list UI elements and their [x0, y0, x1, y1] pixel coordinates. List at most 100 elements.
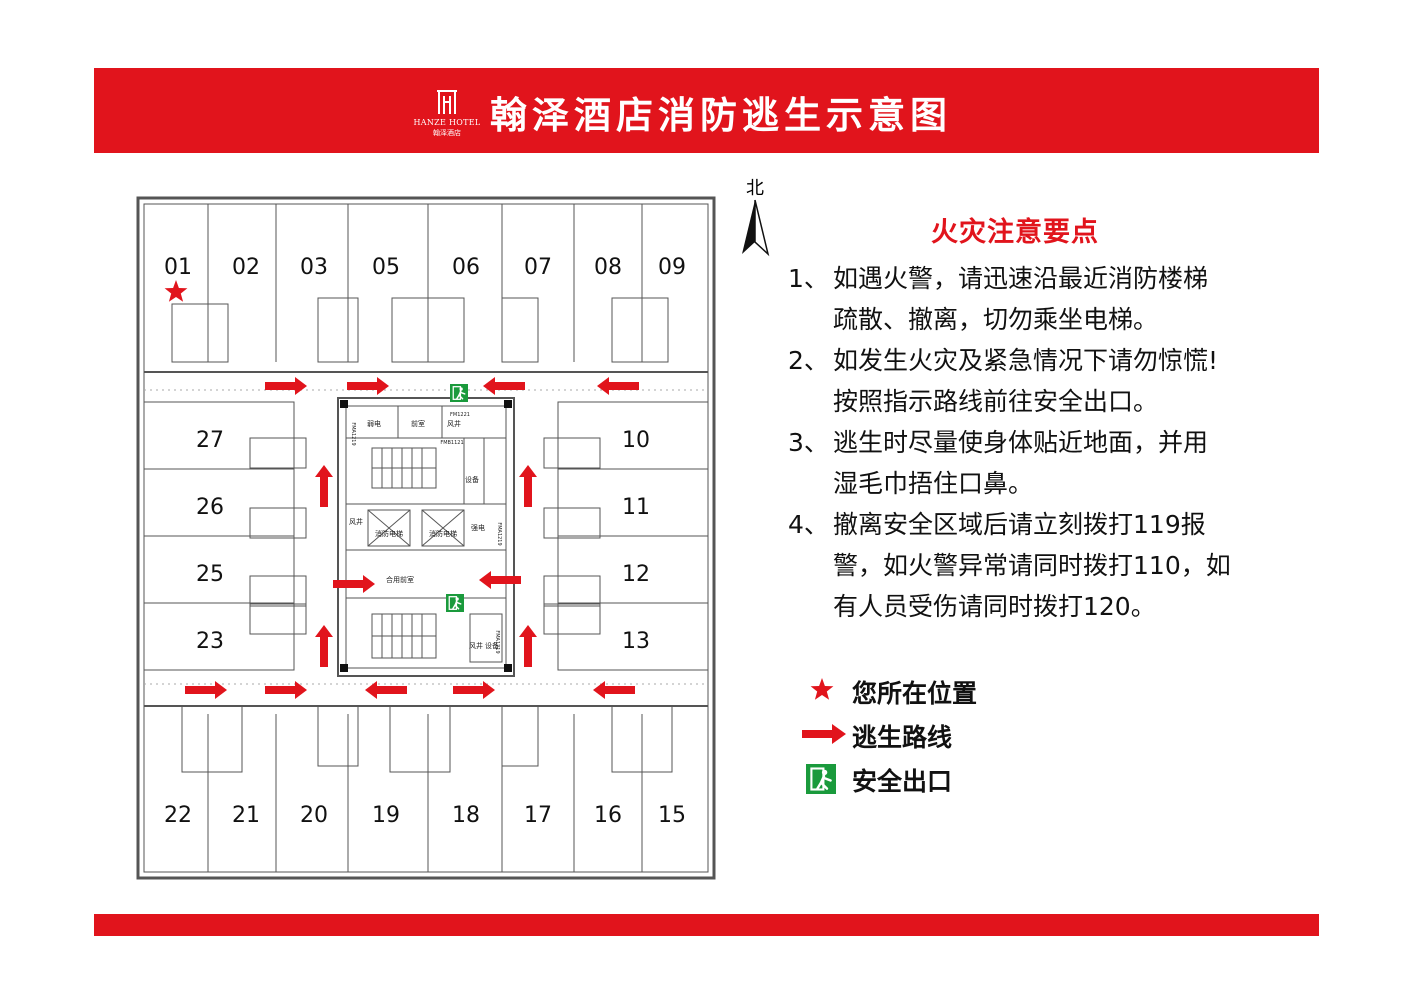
logo-chinese: 翰泽酒店	[433, 129, 461, 137]
note-line: 1、如遇火警，请迅速沿最近消防楼梯	[788, 258, 1288, 299]
legend-item: 安全出口	[802, 760, 1062, 800]
note-text: 警，如火警异常请同时拨打110，如	[833, 551, 1231, 580]
logo-english: HANZE HOTEL	[413, 118, 481, 127]
escape-route-arrow	[593, 681, 635, 699]
fire-notes-list: 1、如遇火警，请迅速沿最近消防楼梯疏散、撤离，切勿乘坐电梯。2、如发生火灾及紧急…	[788, 258, 1288, 627]
escape-route-arrow	[347, 377, 389, 395]
room-number: 21	[232, 803, 260, 828]
footer-bar	[94, 914, 1319, 936]
room-number: 11	[622, 495, 650, 520]
note-line: 疏散、撤离，切勿乘坐电梯。	[788, 299, 1288, 340]
core-room-label: 消防电梯	[429, 529, 457, 538]
note-text: 有人员受伤请同时拨打120。	[833, 592, 1156, 621]
core-room-label: 风井	[349, 517, 363, 526]
room-number: 27	[196, 428, 224, 453]
room-number: 12	[622, 562, 650, 587]
note-line: 2、如发生火灾及紧急情况下请勿惊慌!	[788, 340, 1288, 381]
room-number: 07	[524, 255, 552, 280]
star-icon	[810, 678, 834, 700]
core-room-label: 风井	[469, 641, 483, 650]
escape-route-arrow	[519, 625, 537, 667]
room-number: 20	[300, 803, 328, 828]
room-number: 06	[452, 255, 480, 280]
room-number: 26	[196, 495, 224, 520]
room-number: 19	[372, 803, 400, 828]
legend-label: 您所在位置	[852, 679, 978, 708]
door-code: FMA1219	[350, 422, 356, 445]
note-number: 2、	[788, 346, 829, 375]
note-line: 4、撤离安全区域后请立刻拨打119报	[788, 504, 1288, 545]
core-room-label: 合用前室	[386, 575, 414, 584]
core-room-label: 设备	[485, 641, 499, 650]
door-code: FMB1121	[440, 440, 463, 446]
you-are-here-star	[164, 280, 188, 302]
note-number: 1、	[788, 264, 829, 293]
hotel-logo: HANZE HOTEL 翰泽酒店	[410, 88, 484, 148]
arrow-icon	[802, 724, 846, 744]
escape-route-arrow	[479, 571, 521, 589]
note-line: 按照指示路线前往安全出口。	[788, 381, 1288, 422]
escape-route-arrow	[483, 377, 525, 395]
note-line: 湿毛巾捂住口鼻。	[788, 463, 1288, 504]
note-text: 撤离安全区域后请立刻拨打119报	[833, 510, 1206, 539]
core-room-label: 弱电	[367, 419, 381, 428]
door-code: FMA1219	[496, 522, 502, 545]
room-number: 05	[372, 255, 400, 280]
room-number: 03	[300, 255, 328, 280]
escape-route-arrow	[453, 681, 495, 699]
escape-route-arrow	[519, 465, 537, 507]
room-number: 23	[196, 629, 224, 654]
north-compass: 北	[738, 174, 772, 258]
note-line: 3、逃生时尽量使身体贴近地面，并用	[788, 422, 1288, 463]
legend-item: 您所在位置	[802, 672, 1062, 712]
note-text: 逃生时尽量使身体贴近地面，并用	[833, 428, 1209, 457]
note-text: 湿毛巾捂住口鼻。	[833, 469, 1034, 498]
note-line: 有人员受伤请同时拨打120。	[788, 586, 1288, 627]
legend-item: 逃生路线	[802, 716, 1062, 756]
note-text: 如发生火灾及紧急情况下请勿惊慌!	[833, 346, 1219, 375]
room-number: 15	[658, 803, 686, 828]
door-code: FMA1219	[494, 630, 500, 653]
escape-route-arrow	[185, 681, 227, 699]
title-banner	[94, 68, 1319, 153]
note-text: 疏散、撤离，切勿乘坐电梯。	[833, 305, 1159, 334]
core-room-label: 设备	[465, 475, 479, 484]
escape-route-arrow	[315, 465, 333, 507]
legend-label: 逃生路线	[852, 723, 953, 752]
escape-route-arrow	[265, 377, 307, 395]
note-text: 如遇火警，请迅速沿最近消防楼梯	[833, 264, 1209, 293]
room-number: 13	[622, 629, 650, 654]
legend-label: 安全出口	[852, 767, 953, 796]
note-text: 按照指示路线前往安全出口。	[833, 387, 1159, 416]
exit-icon	[450, 384, 468, 402]
room-number: 01	[164, 255, 192, 280]
hotel-logo-icon	[437, 90, 457, 114]
exit-icon	[806, 764, 836, 794]
room-number: 18	[452, 803, 480, 828]
escape-route-arrow	[333, 575, 375, 593]
room-number: 09	[658, 255, 686, 280]
note-number: 3、	[788, 428, 829, 457]
core-room-label: 消防电梯	[375, 529, 403, 538]
notes-title: 火灾注意要点	[931, 217, 1099, 248]
north-arrow-icon	[742, 199, 770, 257]
exit-icon	[446, 594, 464, 612]
room-number: 17	[524, 803, 552, 828]
room-number: 10	[622, 428, 650, 453]
note-number: 4、	[788, 510, 829, 539]
room-number: 22	[164, 803, 192, 828]
escape-route-arrow	[597, 377, 639, 395]
escape-route-arrow	[315, 625, 333, 667]
room-number: 16	[594, 803, 622, 828]
compass-label: 北	[746, 178, 764, 199]
core-room-label: 强电	[471, 523, 485, 532]
note-line: 警，如火警异常请同时拨打110，如	[788, 545, 1288, 586]
core-room-label: 风井	[447, 419, 461, 428]
room-number: 08	[594, 255, 622, 280]
room-number: 02	[232, 255, 260, 280]
door-code: FM1221	[450, 412, 470, 418]
escape-route-arrow	[365, 681, 407, 699]
escape-route-arrow	[265, 681, 307, 699]
core-room-label: 前室	[411, 419, 425, 428]
